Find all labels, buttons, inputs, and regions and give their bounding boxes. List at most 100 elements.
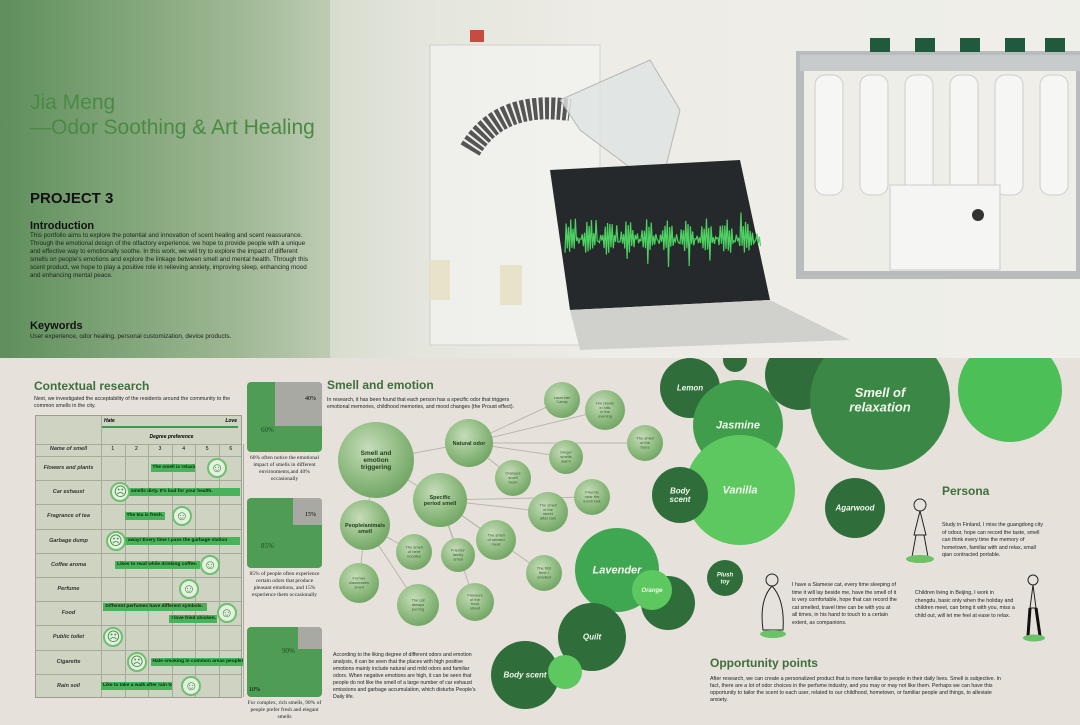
switch-icon [470, 30, 484, 42]
scent-label: Vanilla [722, 485, 757, 497]
scent-label: Orange [641, 588, 663, 594]
grid-line [195, 444, 197, 697]
persona-text-3: Children living in Beijing, I work in ch… [915, 590, 1015, 619]
grid-line [36, 577, 241, 578]
memory-bubble [456, 583, 494, 621]
stat-minor-value: 10% [249, 687, 260, 693]
grid-line [36, 625, 241, 627]
stat-minor-area [298, 627, 322, 650]
sad-face-icon: ☹ [126, 651, 147, 672]
topic-bubble [338, 422, 414, 498]
memory-bubble [528, 492, 568, 532]
happy-face-icon: ☺ [181, 675, 202, 696]
row-name: Car exhaust [52, 489, 85, 496]
scent-label: Jasmine [716, 420, 760, 432]
stat-caption: 85% of people often experience certain o… [249, 571, 320, 598]
happy-face-icon: ☺ [171, 506, 192, 527]
stat-block: 60% 40% [247, 382, 322, 452]
memory-bubble [627, 425, 663, 461]
column-header: 1 [111, 446, 115, 452]
keywords-text: User experience, odor healing, personal … [30, 333, 232, 340]
scent-bubble [685, 435, 795, 545]
stat-minor-area [292, 498, 322, 526]
persona-text-2: I have a Siamese cat, every time sleepin… [792, 582, 897, 626]
grid-line [36, 552, 241, 554]
stat-minor-value: 40% [305, 396, 316, 402]
column-header: 5 [205, 446, 209, 452]
happy-face-icon: ☺ [178, 579, 199, 599]
memory-bubble [585, 390, 625, 430]
stat-block: 90%10% [247, 627, 322, 697]
scent-bubble [491, 641, 559, 709]
memory-bubble [397, 584, 439, 626]
row-name: Perfume [57, 586, 80, 592]
decor-bubble [548, 655, 582, 689]
memory-bubble [526, 555, 562, 591]
hero-banner: Jia Meng —Odor Soothing & Art Healing PR… [0, 0, 1080, 358]
grid-line [36, 673, 241, 675]
grid-line [36, 444, 241, 445]
sad-face-icon: ☹ [105, 530, 126, 551]
column-header: 2 [135, 446, 138, 452]
decor-bubble [723, 358, 747, 372]
column-header: 4 [182, 446, 185, 452]
row-name: Cigarette [56, 658, 81, 665]
smell-preference-table: Hate Love Degree preference Name of smel… [35, 415, 244, 698]
memory-bubble [495, 460, 531, 496]
grid-line [219, 444, 220, 697]
memory-bubble [549, 440, 583, 474]
decor-bubble [958, 358, 1062, 442]
stat-major-value: 85% [261, 542, 274, 550]
stat-major-value: 60% [261, 426, 274, 434]
scent-bubble [810, 358, 950, 470]
sad-face-icon: ☹ [110, 482, 131, 503]
comment-label: Run away! Every time I pass the garbage … [115, 536, 241, 545]
row-name: Food [61, 610, 76, 617]
memory-bubble [396, 534, 432, 570]
comment-label: The tea is fresh. [124, 512, 165, 521]
persona-figure-icon [1023, 574, 1045, 642]
topic-bubble [445, 419, 493, 467]
column-header: 6 [229, 446, 233, 452]
device-photo [330, 0, 1080, 358]
topic-bubble [413, 473, 467, 527]
stat-minor-value: 15% [305, 512, 316, 518]
preference-arrow [102, 426, 238, 428]
scent-label: Agarwood [834, 504, 875, 513]
scent-label: Quilt [583, 633, 602, 642]
column-header: 3 [158, 446, 162, 452]
row-name: Flowers and plants [43, 465, 94, 471]
row-name: Coffee aroma [50, 561, 87, 568]
row-name: Fragrance of tea [47, 513, 90, 520]
project-number: PROJECT 3 [30, 190, 114, 207]
project-subtitle: —Odor Soothing & Art Healing [30, 116, 315, 139]
comment-label: It smells dirty. It's bad for your healt… [124, 488, 241, 497]
topic-bubble [340, 500, 390, 550]
opportunity-text: After research, we can create a personal… [710, 676, 1001, 703]
grid-line [242, 444, 244, 697]
name-header: Name of smell [49, 446, 88, 452]
grid-line [36, 480, 241, 482]
opportunity-title: Opportunity points [710, 656, 818, 670]
grid-line [36, 504, 241, 506]
memory-bubble [476, 520, 516, 560]
comment-label: The smell is relaxing. [150, 464, 196, 472]
degree-label: Degree preference [149, 434, 194, 440]
persona-title: Persona [942, 484, 990, 498]
comment-label: Likes to read while drinking coffee. [115, 560, 201, 569]
scent-bubble [825, 478, 885, 538]
grid-line [36, 528, 241, 530]
memory-bubble [574, 479, 610, 515]
keywords-heading: Keywords [30, 320, 83, 332]
scent-label: Lemon [677, 384, 703, 393]
